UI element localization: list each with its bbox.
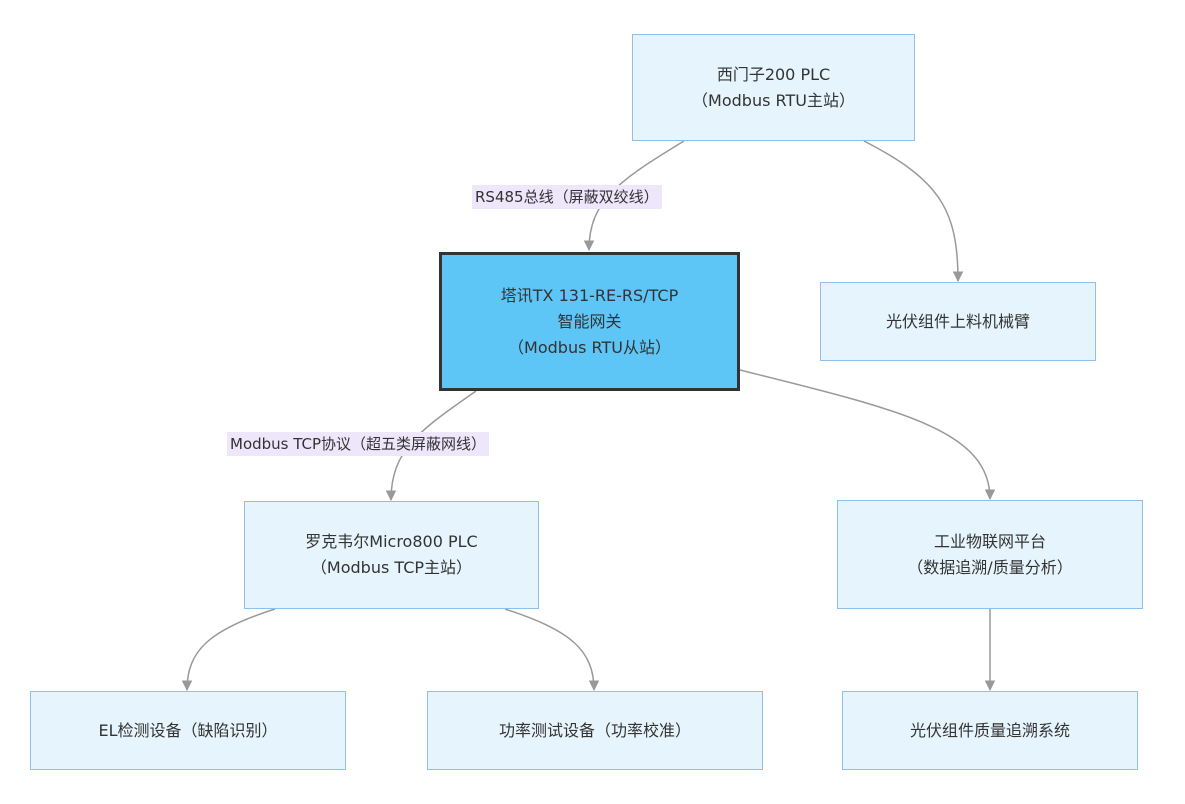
node-power-tester-line1: 功率测试设备（功率校准） [498, 720, 691, 740]
node-siemens-plc-line2: （Modbus RTU主站） [692, 90, 855, 110]
node-power-tester: 功率测试设备（功率校准） [427, 691, 763, 770]
node-siemens-plc: 西门子200 PLC （Modbus RTU主站） [632, 34, 915, 141]
node-el-tester-line1: EL检测设备（缺陷识别） [98, 720, 278, 740]
edge-siemens-arm [863, 140, 964, 283]
node-gateway: 塔讯TX 131-RE-RS/TCP 智能网关 （Modbus RTU从站） [439, 252, 740, 391]
node-gateway-line3: （Modbus RTU从站） [508, 337, 671, 357]
edge-label-modbus-tcp: Modbus TCP协议（超五类屏蔽网线） [227, 432, 490, 456]
node-gateway-line1: 塔讯TX 131-RE-RS/TCP [500, 285, 679, 305]
node-trace-system-line1: 光伏组件质量追溯系统 [909, 720, 1070, 740]
node-rockwell-plc: 罗克韦尔Micro800 PLC （Modbus TCP主站） [244, 501, 539, 609]
node-trace-system: 光伏组件质量追溯系统 [842, 691, 1138, 770]
node-rockwell-plc-line1: 罗克韦尔Micro800 PLC [305, 532, 478, 551]
node-gateway-line2: 智能网关 [557, 311, 622, 331]
node-el-tester: EL检测设备（缺陷识别） [30, 691, 346, 770]
edge-label-rs485: RS485总线（屏蔽双绞线） [472, 185, 662, 209]
node-iot-platform-line1: 工业物联网平台 [933, 531, 1046, 551]
edge-rockwell-power [504, 608, 600, 692]
node-iot-platform-line2: （数据追溯/质量分析） [907, 557, 1073, 577]
node-robot-arm-line1: 光伏组件上料机械臂 [885, 311, 1030, 331]
node-robot-arm: 光伏组件上料机械臂 [820, 282, 1096, 361]
edge-rockwell-el [181, 608, 276, 692]
node-siemens-plc-line1: 西门子200 PLC [716, 64, 831, 84]
edge-gateway-iot [739, 369, 996, 501]
node-rockwell-plc-line2: （Modbus TCP主站） [310, 558, 473, 577]
node-iot-platform: 工业物联网平台 （数据追溯/质量分析） [837, 500, 1143, 609]
